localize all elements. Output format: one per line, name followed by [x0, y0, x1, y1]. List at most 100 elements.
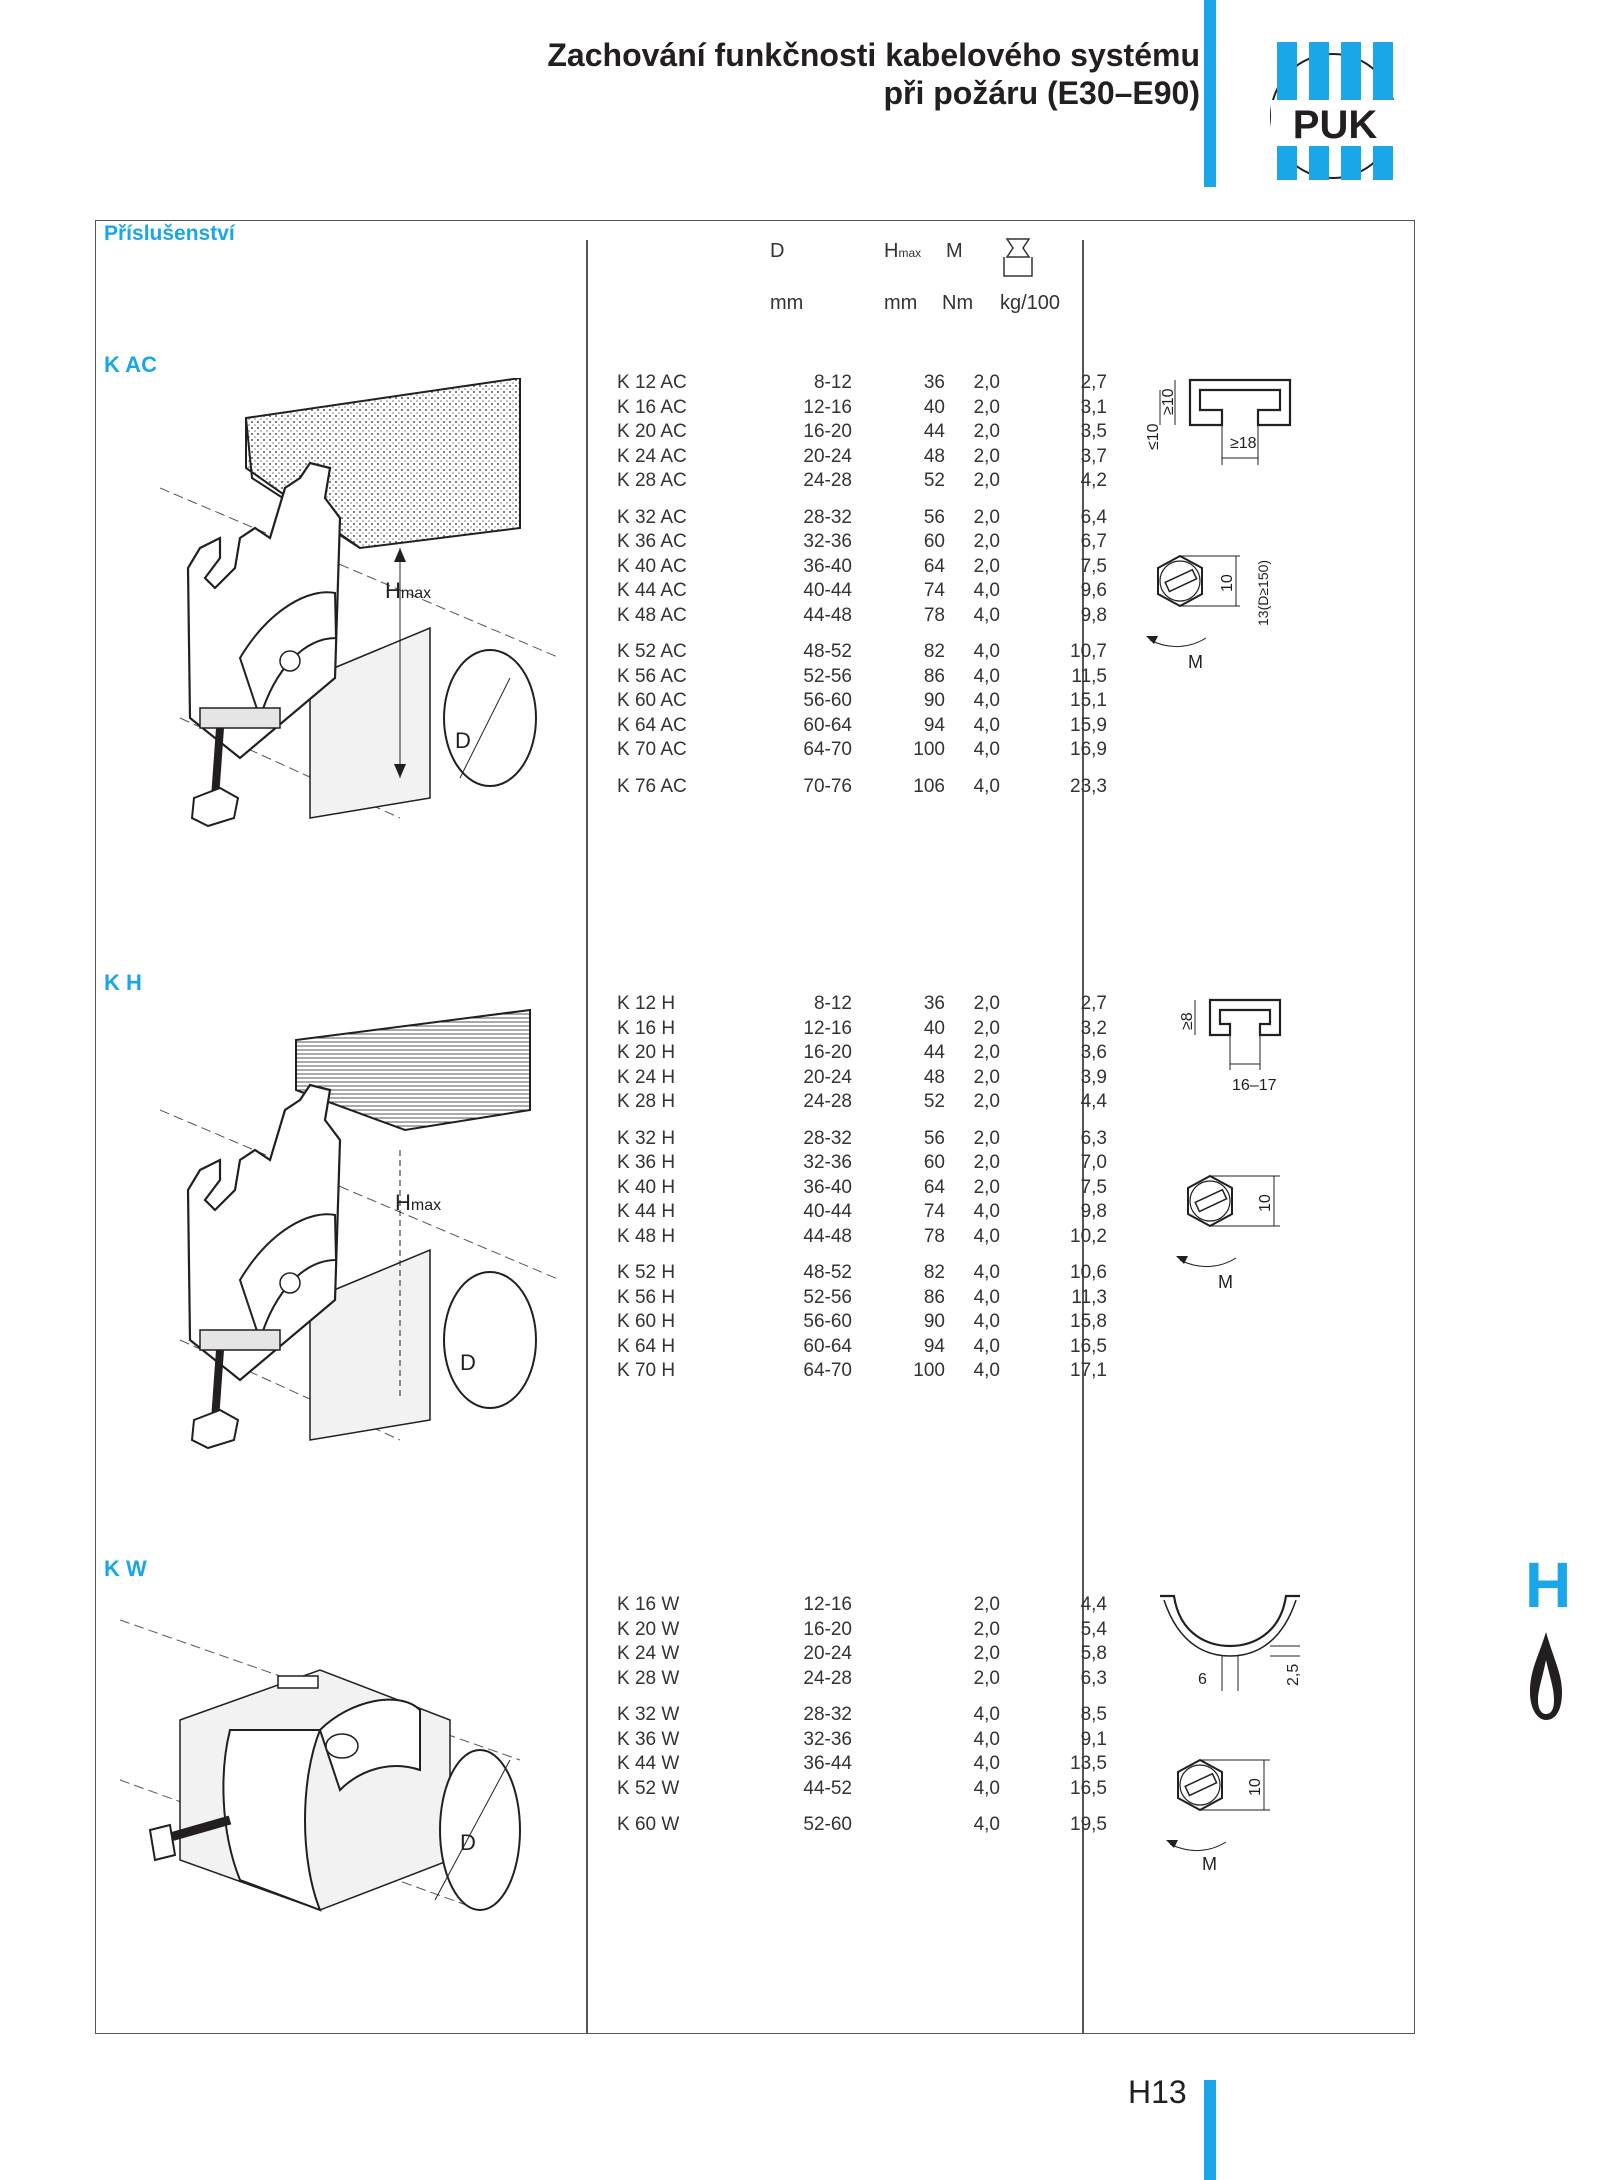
torque-value: 2,0	[973, 470, 1000, 491]
hmax-value: 60	[923, 531, 945, 552]
torque-value: 2,0	[973, 396, 1000, 418]
diameter-value: 24-28	[803, 1667, 852, 1689]
diameter-value: 36-44	[803, 1753, 852, 1774]
hmax-value: 94	[923, 1335, 945, 1357]
torque-value: 2,0	[973, 1017, 1000, 1039]
torque-value: 4,0	[973, 775, 1000, 797]
hmax-value: 36	[923, 993, 945, 1014]
kac-bolt-detail: 10 13(D≥150) M	[1146, 554, 1271, 670]
torque-value: 4,0	[973, 1704, 1000, 1725]
torque-value: 2,0	[973, 421, 1000, 442]
product-code: K 56 H	[617, 1286, 676, 1308]
hmax-value: 44	[923, 421, 945, 442]
kw-bolt-detail: 10 M	[1166, 1758, 1270, 1874]
product-code: K 36 W	[617, 1728, 680, 1750]
diameter-value: 28-32	[803, 1127, 852, 1149]
torque-value: 4,0	[973, 739, 1000, 760]
torque-value: 2,0	[973, 1618, 1000, 1640]
torque-value: 4,0	[973, 1311, 1000, 1332]
diameter-value: 32-36	[803, 1152, 852, 1173]
kh-hmax-label: Hmax	[395, 1190, 441, 1215]
weight-value: 7,5	[1080, 1176, 1107, 1198]
torque-value: 4,0	[973, 1777, 1000, 1799]
torque-value: 4,0	[973, 665, 1000, 687]
hmax-value: 64	[923, 1176, 945, 1198]
product-code: K 20 AC	[617, 421, 687, 442]
header-accent-bar	[1204, 0, 1216, 187]
page-number: H13	[1128, 2074, 1187, 2110]
kac-clamp-illustration: Hmax D	[160, 378, 561, 828]
product-code: K 70 AC	[617, 739, 687, 760]
diameter-value: 44-52	[803, 1777, 852, 1799]
product-code: K 32 H	[617, 1127, 676, 1149]
kh-d-label: D	[460, 1350, 476, 1375]
product-code: K 48 H	[617, 1225, 676, 1247]
product-code: K 60 W	[617, 1814, 680, 1835]
hmax-value: 90	[923, 690, 945, 711]
product-code: K 28 H	[617, 1091, 676, 1112]
weight-value: 2,7	[1080, 372, 1107, 393]
torque-value: 4,0	[973, 1262, 1000, 1283]
diameter-value: 12-16	[803, 1594, 852, 1615]
weight-value: 23,3	[1070, 775, 1107, 797]
torque-value: 2,0	[973, 1176, 1000, 1198]
weight-value: 7,0	[1080, 1152, 1107, 1173]
kac-dim-a: ≤10	[1145, 423, 1162, 450]
diameter-value: 44-48	[803, 604, 852, 626]
torque-value: 2,0	[973, 1091, 1000, 1112]
torque-value: 2,0	[973, 531, 1000, 552]
flame-icon	[1530, 1632, 1562, 1720]
section-label-kac: K AC	[104, 352, 157, 377]
col-unit-m: Nm	[942, 292, 974, 314]
weight-value: 4,2	[1080, 470, 1107, 491]
hmax-value: 74	[923, 580, 945, 601]
weight-value: 10,7	[1070, 641, 1107, 662]
logo-text: PUK	[1293, 103, 1378, 147]
torque-value: 2,0	[973, 372, 1000, 393]
diameter-value: 64-70	[803, 1360, 852, 1381]
hmax-value: 74	[923, 1201, 945, 1222]
col-unit-h: mm	[884, 292, 918, 314]
title-line-2: při požáru (E30–E90)	[883, 75, 1200, 111]
weight-value: 15,9	[1070, 714, 1107, 736]
hmax-value: 82	[923, 1262, 945, 1283]
diameter-value: 8-12	[813, 372, 852, 393]
hmax-value: 100	[913, 1360, 945, 1381]
torque-value: 2,0	[973, 993, 1000, 1014]
torque-value: 4,0	[973, 1286, 1000, 1308]
puk-logo: PUK	[1270, 42, 1399, 180]
product-code: K 24 W	[617, 1643, 680, 1664]
column-divider-right	[1082, 240, 1084, 2034]
product-code: K 52 AC	[617, 641, 687, 662]
diameter-value: 52-56	[803, 665, 852, 687]
hmax-value: 78	[923, 604, 945, 626]
torque-value: 4,0	[973, 1753, 1000, 1774]
hmax-value: 64	[923, 555, 945, 577]
product-code: K 70 H	[617, 1360, 676, 1381]
product-code: K 76 AC	[617, 775, 687, 797]
title-line-1: Zachování funkčnosti kabelového systému	[547, 37, 1200, 73]
diameter-value: 56-60	[803, 1311, 852, 1332]
kw-dim-b: 2,5	[1285, 1664, 1302, 1686]
hmax-value: 48	[923, 445, 945, 467]
product-code: K 56 AC	[617, 665, 687, 687]
diameter-value: 60-64	[803, 714, 852, 736]
diameter-value: 40-44	[803, 580, 852, 601]
hmax-value: 48	[923, 1066, 945, 1088]
weight-value: 5,8	[1080, 1643, 1107, 1664]
column-divider-left	[586, 240, 588, 2034]
section-label-kh: K H	[104, 970, 142, 995]
hmax-value: 78	[923, 1225, 945, 1247]
product-code: K 48 AC	[617, 604, 687, 626]
weight-value: 3,1	[1080, 396, 1107, 418]
diameter-value: 48-52	[803, 1262, 852, 1283]
product-code: K 44 H	[617, 1201, 676, 1222]
diameter-value: 20-24	[803, 1066, 852, 1088]
torque-value: 2,0	[973, 555, 1000, 577]
weight-value: 19,5	[1070, 1814, 1107, 1835]
torque-value: 2,0	[973, 1127, 1000, 1149]
weight-value: 3,9	[1080, 1066, 1107, 1088]
weight-value: 11,3	[1071, 1286, 1107, 1308]
kh-channel-profile: ≥8 16–17	[1179, 998, 1282, 1094]
kac-hmax-label: Hmax	[385, 578, 431, 603]
